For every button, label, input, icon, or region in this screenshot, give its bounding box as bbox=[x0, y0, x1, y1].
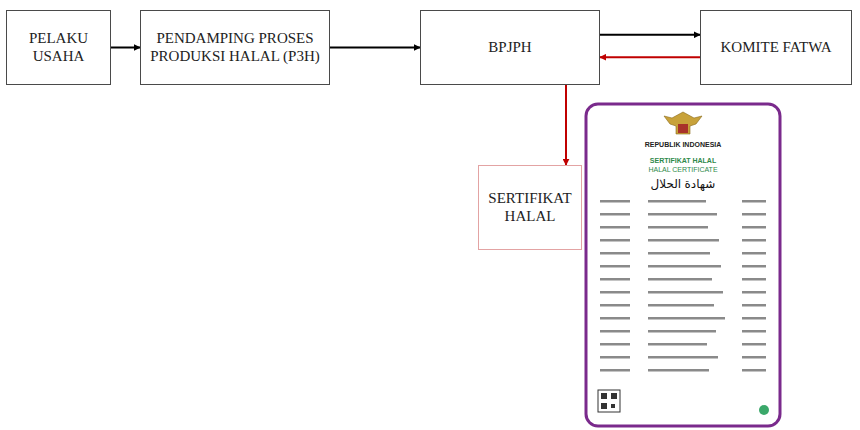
output-box: SERTIFIKAT HALAL bbox=[478, 165, 582, 250]
certificate-text-row bbox=[648, 278, 712, 281]
certificate-text: HALAL CERTIFICATE bbox=[648, 166, 717, 174]
certificate-text-row bbox=[600, 291, 630, 294]
certificate-text-row bbox=[742, 200, 766, 203]
certificate-text-row bbox=[600, 200, 630, 203]
box-label: BPJPH bbox=[488, 39, 531, 56]
certificate-text-row bbox=[600, 265, 630, 268]
emblem-shape bbox=[664, 112, 702, 134]
emblem-shield bbox=[678, 124, 688, 133]
certificate-text-row bbox=[600, 252, 630, 255]
certificate-text-row bbox=[742, 252, 766, 255]
certificate-text-row bbox=[600, 330, 630, 333]
qr-mark bbox=[611, 404, 615, 408]
certificate-text-row bbox=[742, 356, 766, 359]
process-box: PELAKU USAHA bbox=[6, 10, 111, 85]
certificate-text-row bbox=[648, 265, 721, 268]
certificate-text-row bbox=[742, 369, 766, 372]
qr-mark bbox=[601, 403, 607, 409]
certificate-text-row bbox=[600, 239, 630, 242]
flow-arrow bbox=[565, 85, 567, 165]
halal-logo bbox=[759, 405, 769, 415]
box-label: PENDAMPING PROSES PRODUKSI HALAL (P3H) bbox=[147, 30, 323, 65]
garuda-emblem bbox=[664, 112, 702, 134]
certificate-text-row bbox=[600, 356, 630, 359]
certificate-text-row bbox=[742, 265, 766, 268]
certificate-text-row bbox=[600, 278, 630, 281]
certificate-text: REPUBLIK INDONESIA bbox=[645, 141, 722, 149]
certificate-text-row bbox=[742, 317, 766, 320]
flow-arrow bbox=[330, 47, 420, 49]
certificate-text-row bbox=[648, 200, 706, 203]
certificate-text-row bbox=[648, 330, 716, 333]
flow-arrow bbox=[600, 56, 700, 58]
certificate-text-row bbox=[600, 369, 630, 372]
qr-mark bbox=[601, 393, 607, 399]
certificate-rows bbox=[600, 200, 766, 372]
certificate-text-row bbox=[742, 226, 766, 229]
process-box: KOMITE FATWA bbox=[700, 10, 852, 85]
qr-code bbox=[598, 390, 620, 412]
certificate-text-row bbox=[742, 239, 766, 242]
box-label: SERTIFIKAT HALAL bbox=[485, 190, 575, 225]
flow-arrow bbox=[111, 47, 140, 49]
certificate-text-row bbox=[648, 304, 714, 307]
certificate-text-row bbox=[648, 343, 707, 346]
box-label: PELAKU USAHA bbox=[13, 30, 104, 65]
certificate-frame bbox=[586, 104, 780, 426]
certificate-text-row bbox=[600, 304, 630, 307]
certificate-text-row bbox=[648, 356, 718, 359]
certificate-text-row bbox=[742, 213, 766, 216]
box-label: KOMITE FATWA bbox=[721, 39, 832, 56]
certificate-text-row bbox=[742, 304, 766, 307]
certificate-text-row bbox=[742, 278, 766, 281]
certificate-text-row bbox=[648, 239, 719, 242]
process-box: PENDAMPING PROSES PRODUKSI HALAL (P3H) bbox=[140, 10, 330, 85]
certificate-text-row bbox=[742, 330, 766, 333]
certificate-text-row bbox=[648, 291, 723, 294]
certificate-text-row bbox=[742, 343, 766, 346]
certificate-text-row bbox=[648, 369, 709, 372]
certificate-text-row bbox=[648, 226, 708, 229]
certificate-text: SERTIFIKAT HALAL bbox=[650, 157, 716, 165]
certificate-text-row bbox=[648, 213, 717, 216]
certificate-text-row bbox=[648, 317, 725, 320]
certificate-text-row bbox=[648, 252, 710, 255]
process-box: BPJPH bbox=[420, 10, 600, 85]
certificate-text-row bbox=[600, 343, 630, 346]
certificate-text-row bbox=[742, 291, 766, 294]
qr-mark bbox=[611, 393, 617, 399]
certificate-text: شهادة الحلال bbox=[651, 178, 716, 191]
certificate-text-row bbox=[600, 317, 630, 320]
flow-arrow bbox=[600, 34, 700, 36]
certificate-text-row bbox=[600, 226, 630, 229]
certificate-text-row bbox=[600, 213, 630, 216]
